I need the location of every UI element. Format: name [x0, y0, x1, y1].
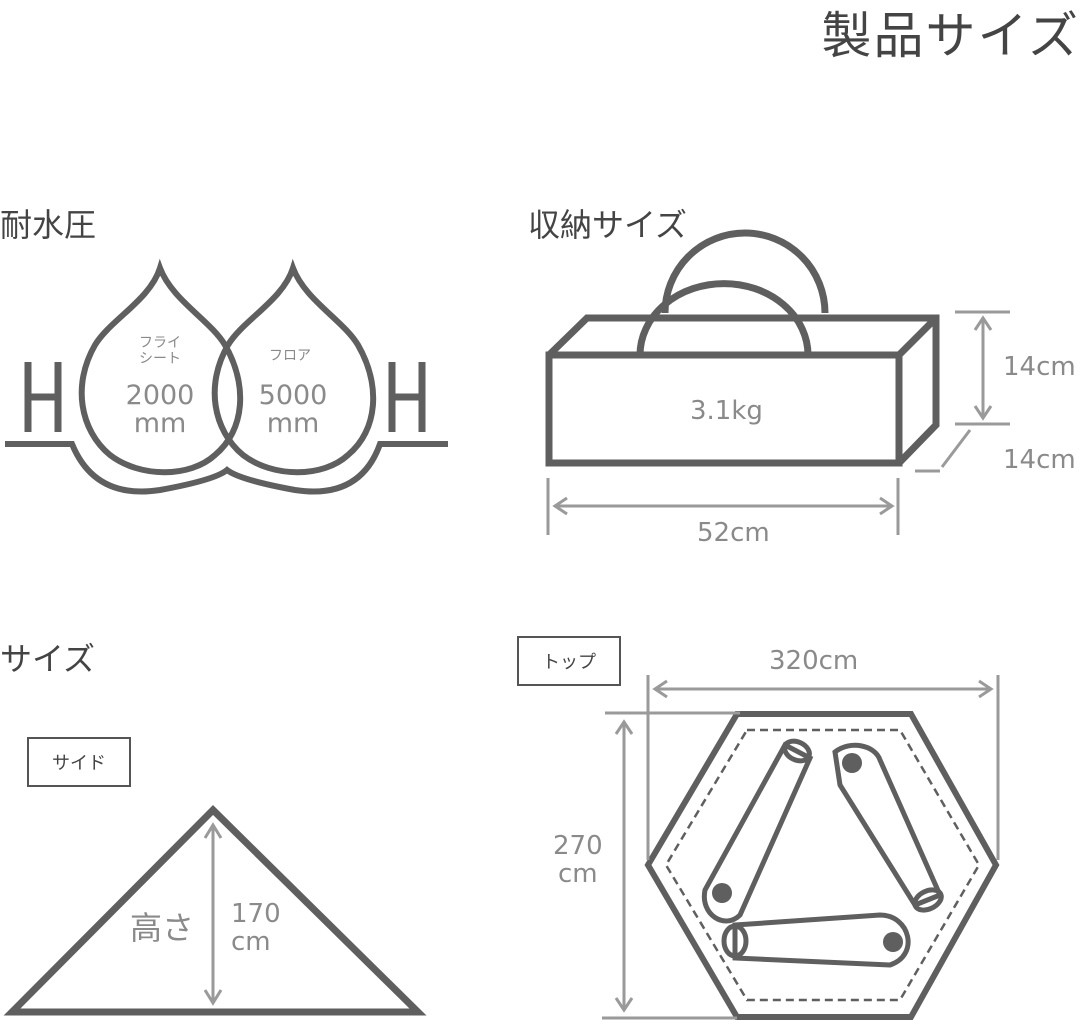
drop-value-floor: 5000 mm [253, 382, 333, 438]
drop-label-line2: シート [139, 351, 181, 367]
water-drops-icon [5, 258, 448, 495]
tent-side-icon [3, 805, 427, 1016]
top-label-box: トップ [517, 636, 621, 686]
top-depth: 270 cm [553, 832, 603, 888]
drop-unit: mm [133, 408, 187, 439]
heading-storage: 収納サイズ [528, 206, 688, 244]
drop-value: 5000 [258, 380, 328, 411]
side-height-label: 高さ [130, 909, 195, 947]
side-height-value: 170 cm [231, 900, 281, 956]
storage-height: 14cm [1003, 352, 1076, 382]
drop-value-fly: 2000 mm [120, 382, 200, 438]
depth-unit: cm [558, 859, 598, 889]
top-width: 320cm [769, 646, 859, 676]
heading-waterproof: 耐水圧 [0, 206, 97, 244]
side-label-box: サイド [27, 737, 131, 787]
drop-label-line1: フライ [139, 335, 181, 351]
heading-size: サイズ [0, 640, 96, 678]
height-number: 170 [231, 899, 281, 929]
storage-bag-icon [545, 229, 940, 467]
storage-dimensions [546, 310, 1010, 535]
side-height-dimension [203, 822, 223, 1006]
tent-top-icon [644, 711, 1000, 1020]
drop-label-floor: フロア [269, 348, 311, 364]
height-unit: cm [231, 927, 271, 957]
drop-value: 2000 [125, 380, 195, 411]
drop-label-fly: フライ シート [135, 335, 185, 367]
storage-width: 52cm [697, 518, 770, 548]
page-title: 製品サイズ [821, 7, 1080, 65]
top-dimensions [602, 675, 1000, 1020]
storage-depth: 14cm [1003, 445, 1076, 475]
storage-weight: 3.1kg [690, 396, 763, 426]
drop-unit: mm [266, 408, 320, 439]
depth-number: 270 [553, 831, 603, 861]
